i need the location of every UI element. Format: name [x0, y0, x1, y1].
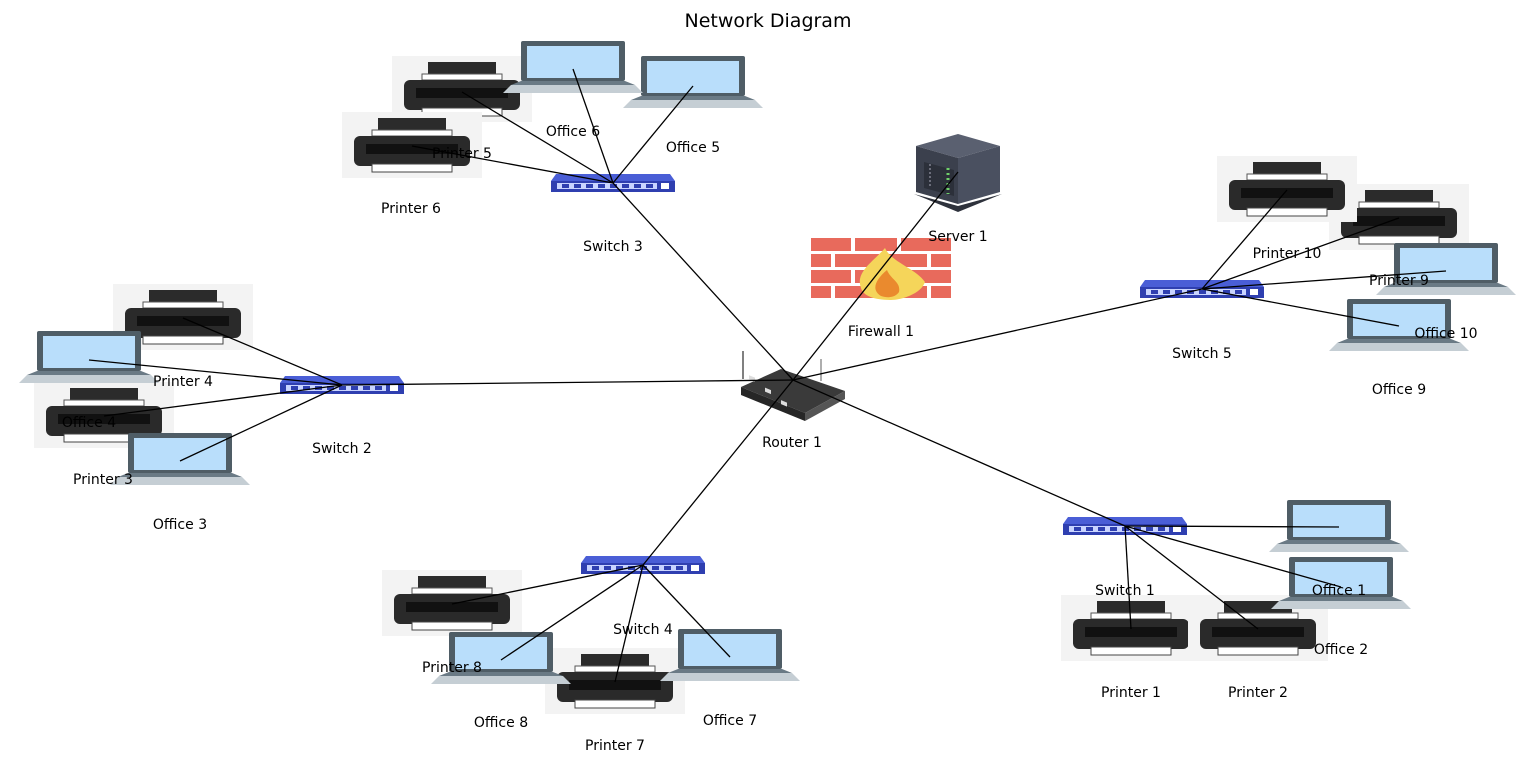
printer-icon	[381, 569, 523, 637]
node-office7	[660, 629, 800, 681]
link-switch4-printer8	[451, 564, 644, 605]
laptop-icon	[660, 629, 800, 681]
label-office6: Office 6	[546, 124, 600, 140]
link-switch3-printer5	[461, 91, 614, 184]
node-office1	[1269, 500, 1409, 552]
link-switch5-printer10	[1201, 189, 1288, 290]
link-router1-switch1	[792, 379, 1126, 527]
laptop-icon	[623, 56, 763, 108]
link-switch3-printer6	[411, 145, 614, 184]
link-switch2-office4	[88, 359, 343, 386]
link-switch3-office5	[612, 85, 694, 184]
label-office4: Office 4	[62, 415, 116, 431]
laptop-icon	[503, 41, 643, 93]
link-router1-server1	[792, 171, 959, 381]
printer-icon	[1216, 155, 1358, 223]
link-switch4-office7	[642, 564, 731, 658]
link-switch4-office8	[500, 564, 644, 661]
link-switch1-printer2	[1124, 525, 1259, 630]
link-switch5-office9	[1201, 288, 1400, 327]
node-office5	[623, 56, 763, 108]
label-switch3: Switch 3	[583, 239, 643, 255]
node-printer8	[381, 569, 523, 637]
link-router1-switch3	[612, 182, 794, 381]
label-printer3: Printer 3	[73, 472, 133, 488]
label-printer10: Printer 10	[1253, 246, 1322, 262]
label-office3: Office 3	[153, 517, 207, 533]
label-office8: Office 8	[474, 715, 528, 731]
link-router1-switch4	[642, 379, 794, 566]
label-office9: Office 9	[1372, 382, 1426, 398]
link-switch1-office2	[1124, 525, 1342, 588]
label-office10: Office 10	[1414, 326, 1477, 342]
label-office1: Office 1	[1312, 583, 1366, 599]
laptop-icon	[1329, 299, 1469, 351]
node-office9	[1329, 299, 1469, 351]
link-switch2-office3	[179, 384, 343, 462]
label-firewall1: Firewall 1	[848, 324, 914, 340]
label-printer5: Printer 5	[432, 146, 492, 162]
label-printer4: Printer 4	[153, 374, 213, 390]
printer-icon	[341, 111, 483, 179]
link-switch5-printer9	[1201, 217, 1400, 290]
node-router1	[740, 350, 846, 422]
link-switch2-printer4	[182, 317, 343, 386]
link-switch1-office1	[1124, 525, 1340, 528]
link-switch1-printer1	[1124, 525, 1132, 630]
label-printer8: Printer 8	[422, 660, 482, 676]
link-switch2-printer3	[103, 384, 343, 417]
link-router1-switch2	[341, 379, 794, 386]
node-printer6	[341, 111, 483, 179]
label-printer1: Printer 1	[1101, 685, 1161, 701]
label-office2: Office 2	[1314, 642, 1368, 658]
label-printer2: Printer 2	[1228, 685, 1288, 701]
laptop-icon	[19, 331, 159, 383]
label-office7: Office 7	[703, 713, 757, 729]
laptop-icon	[1269, 500, 1409, 552]
node-office6	[503, 41, 643, 93]
node-office8	[431, 632, 571, 684]
link-switch4-printer7	[614, 564, 644, 683]
link-router1-switch5	[792, 288, 1203, 381]
label-router1: Router 1	[762, 435, 822, 451]
router-icon	[740, 350, 846, 422]
label-printer7: Printer 7	[585, 738, 645, 754]
label-switch2: Switch 2	[312, 441, 372, 457]
node-printer10	[1216, 155, 1358, 223]
label-server1: Server 1	[928, 229, 987, 245]
link-switch3-office6	[572, 68, 614, 184]
label-switch5: Switch 5	[1172, 346, 1232, 362]
diagram-title: Network Diagram	[685, 10, 852, 32]
link-switch5-office10	[1201, 270, 1447, 290]
label-office5: Office 5	[666, 140, 720, 156]
label-switch4: Switch 4	[613, 622, 673, 638]
network-nodes: Router 1 Firewall 1 Server 1 Switch 1 Switch…	[19, 41, 1516, 754]
laptop-icon	[431, 632, 571, 684]
label-switch1: Switch 1	[1095, 583, 1155, 599]
label-printer9: Printer 9	[1369, 273, 1429, 289]
node-office4	[19, 331, 159, 383]
label-printer6: Printer 6	[381, 201, 441, 217]
